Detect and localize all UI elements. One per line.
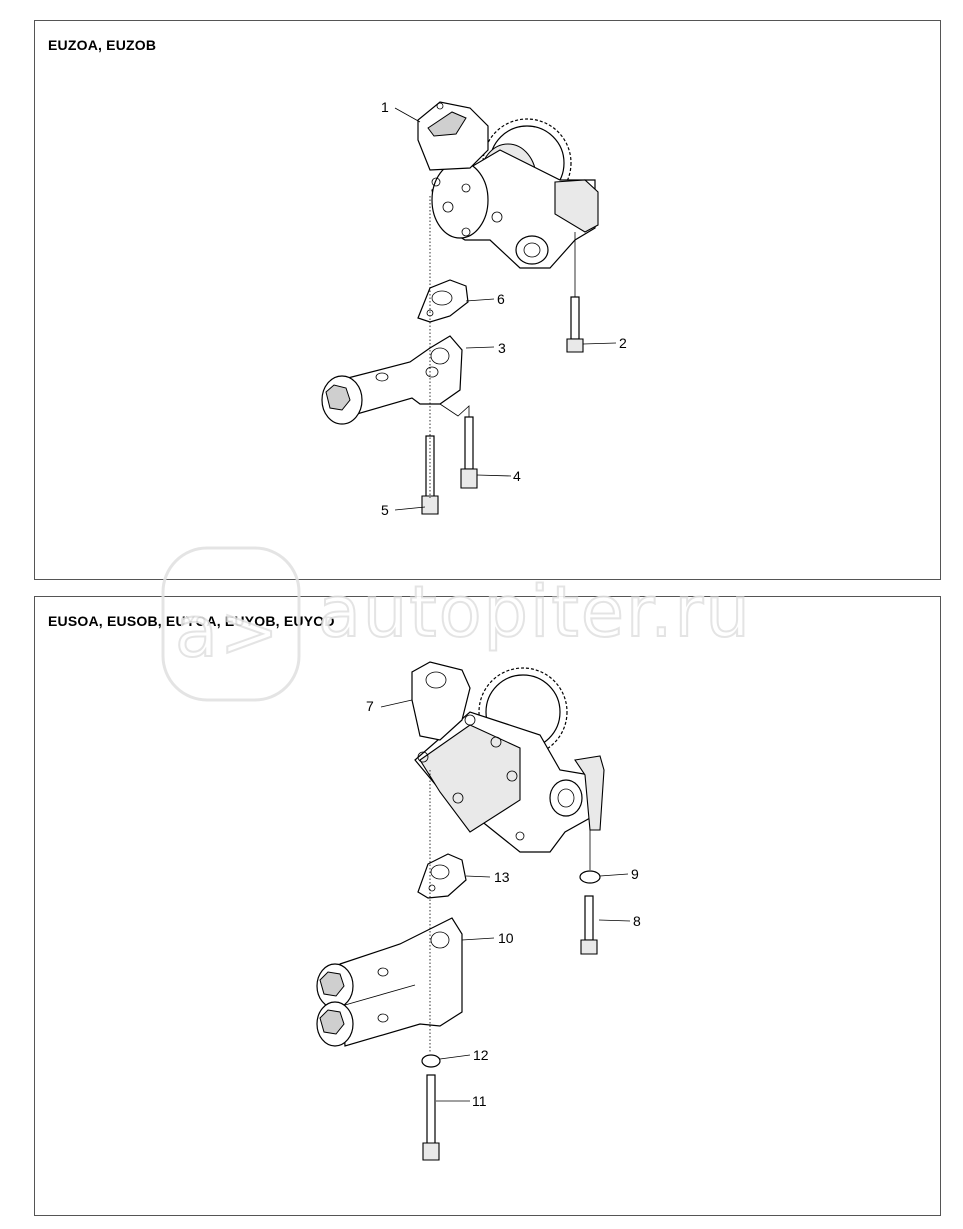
washer-9 [579, 870, 601, 884]
watermark-text: autopiter.ru [318, 571, 752, 653]
suction-pipe-10 [316, 917, 463, 1047]
callout-1: 1 [381, 99, 389, 115]
bolt-4 [460, 416, 478, 489]
callout-8: 8 [633, 913, 641, 929]
callout-12: 12 [473, 1047, 489, 1063]
callout-9: 9 [631, 866, 639, 882]
callout-5: 5 [381, 502, 389, 518]
suction-pipe-3 [321, 335, 463, 425]
bolt-2 [566, 296, 584, 353]
watermark: a> autopiter.ru [161, 546, 752, 702]
callout-2: 2 [619, 335, 627, 351]
callout-11: 11 [472, 1093, 487, 1109]
gasket-13 [417, 853, 467, 899]
callout-6: 6 [497, 291, 505, 307]
bolt-5 [421, 435, 439, 515]
callout-7: 7 [366, 698, 374, 714]
washer-12 [421, 1054, 441, 1068]
callout-4: 4 [513, 468, 521, 484]
diagram-panel-euzo: EUZOA, EUZOB [34, 20, 941, 580]
oil-pump-assembly [411, 661, 605, 853]
callout-10: 10 [498, 930, 514, 946]
callout-3: 3 [498, 340, 506, 356]
callout-13: 13 [494, 869, 510, 885]
gasket-6 [417, 279, 469, 323]
oil-pump-assembly [417, 101, 599, 269]
bolt-8 [580, 895, 598, 955]
watermark-logo: a> [175, 591, 281, 673]
panel-title: EUSOA, EUSOB, EUYOA, EUYOB, EUYOD [48, 613, 335, 629]
panel-title: EUZOA, EUZOB [48, 37, 157, 53]
bolt-11 [422, 1074, 440, 1161]
